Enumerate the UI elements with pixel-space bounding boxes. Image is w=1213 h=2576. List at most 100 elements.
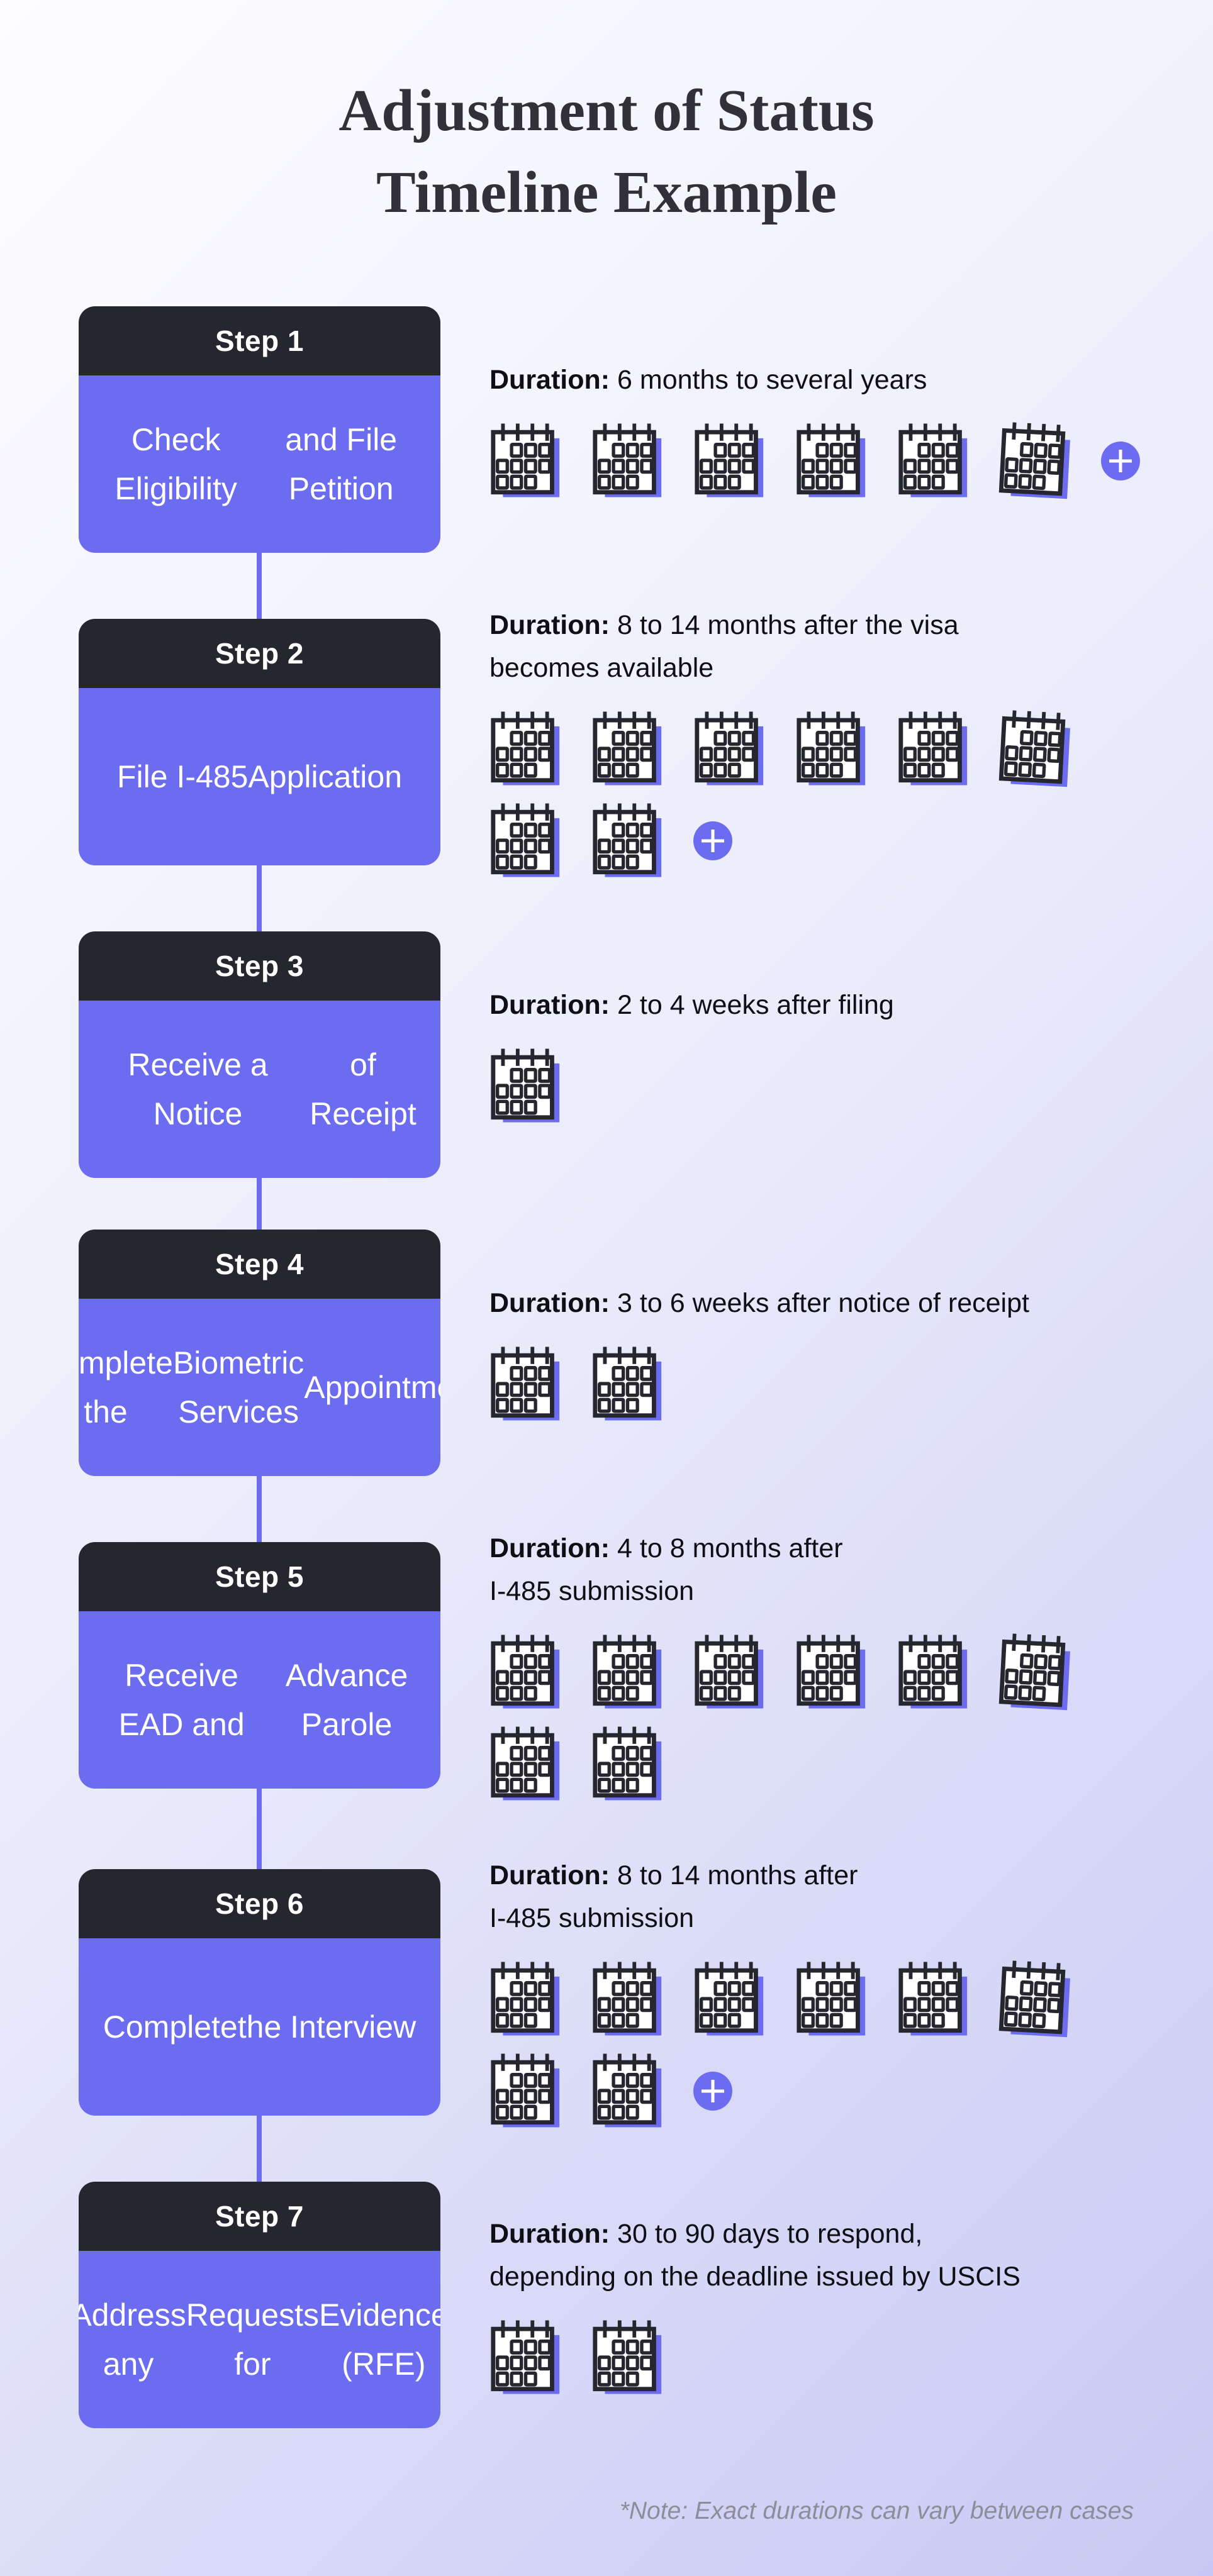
calendar-icon	[593, 2053, 662, 2128]
calendar-icon	[593, 1635, 662, 1709]
calendar-icon	[797, 711, 866, 786]
calendar-icon	[593, 1346, 662, 1421]
calendar-icon	[898, 423, 968, 497]
calendar-icon	[998, 1960, 1070, 2038]
calendar-icons-row	[489, 1345, 1029, 1423]
calendar-icons-row	[489, 1047, 894, 1125]
calendar-icon	[797, 1962, 866, 2036]
calendar-icon	[491, 423, 560, 497]
duration-value: 2 to 4 weeks after filing	[617, 990, 894, 1021]
plus-icon	[1101, 441, 1140, 481]
page-title-line2: Timeline Example	[376, 159, 837, 225]
calendar-icon	[491, 2320, 560, 2394]
page-title-line1: Adjustment of Status	[338, 78, 875, 143]
calendar-icon	[593, 803, 662, 877]
step-duration-block: Duration: 2 to 4 weeks after filing	[489, 984, 894, 1125]
calendar-icon	[797, 423, 866, 497]
calendar-icon	[491, 1962, 560, 2036]
duration-label: Duration:	[489, 990, 610, 1021]
step-label: Step 3	[79, 931, 440, 1001]
calendar-icon	[695, 711, 764, 786]
duration-label: Duration:	[489, 2219, 610, 2250]
step-duration-text: Duration: 2 to 4 weeks after filing	[489, 984, 894, 1027]
step-duration-text: Duration: 6 months to several years	[489, 359, 1140, 402]
calendar-icons-row	[489, 2319, 1020, 2397]
plus-icon	[693, 2072, 732, 2111]
calendar-icon	[695, 1635, 764, 1709]
step-label: Step 7	[79, 2182, 440, 2251]
calendar-icons-row	[489, 422, 1140, 500]
duration-value: 30 to 90 days to respond,depending on th…	[489, 2219, 1020, 2292]
calendar-icon	[491, 2053, 560, 2128]
step-label: Step 4	[79, 1230, 440, 1299]
calendar-icon	[491, 1346, 560, 1421]
duration-value: 3 to 6 weeks after notice of receipt	[617, 1288, 1029, 1319]
step-label: Step 1	[79, 306, 440, 376]
calendar-icon	[797, 1635, 866, 1709]
step-duration-text: Duration: 30 to 90 days to respond,depen…	[489, 2213, 1020, 2299]
calendar-icons-row	[489, 1633, 1156, 1803]
duration-label: Duration:	[489, 1533, 610, 1564]
step-label: Step 5	[79, 1542, 440, 1612]
duration-label: Duration:	[489, 610, 610, 641]
calendar-icon	[491, 1048, 560, 1123]
calendar-icon	[593, 423, 662, 497]
calendar-icon	[491, 711, 560, 786]
calendar-icon	[695, 1962, 764, 2036]
step-duration-block: Duration: 3 to 6 weeks after notice of r…	[489, 1282, 1029, 1423]
step-label: Step 2	[79, 619, 440, 689]
calendar-icon	[998, 422, 1070, 499]
calendar-icons-row	[489, 1960, 1156, 2130]
calendar-icon	[491, 1635, 560, 1709]
calendar-icon	[491, 1726, 560, 1801]
duration-label: Duration:	[489, 1288, 610, 1319]
duration-label: Duration:	[489, 365, 610, 396]
duration-value: 6 months to several years	[617, 365, 927, 396]
calendar-icon	[998, 1633, 1070, 1711]
calendar-icon	[593, 711, 662, 786]
calendar-icon	[898, 1635, 968, 1709]
calendar-icons-row	[489, 710, 1156, 880]
plus-icon	[693, 821, 732, 861]
step-duration-text: Duration: 3 to 6 weeks after notice of r…	[489, 1282, 1029, 1325]
calendar-icon	[593, 1962, 662, 2036]
step-label: Step 6	[79, 1869, 440, 1939]
calendar-icon	[491, 803, 560, 877]
calendar-icon	[593, 1726, 662, 1801]
step-duration-block: Duration: 6 months to several years	[489, 359, 1140, 500]
calendar-icon	[998, 710, 1070, 787]
calendar-icon	[593, 2320, 662, 2394]
